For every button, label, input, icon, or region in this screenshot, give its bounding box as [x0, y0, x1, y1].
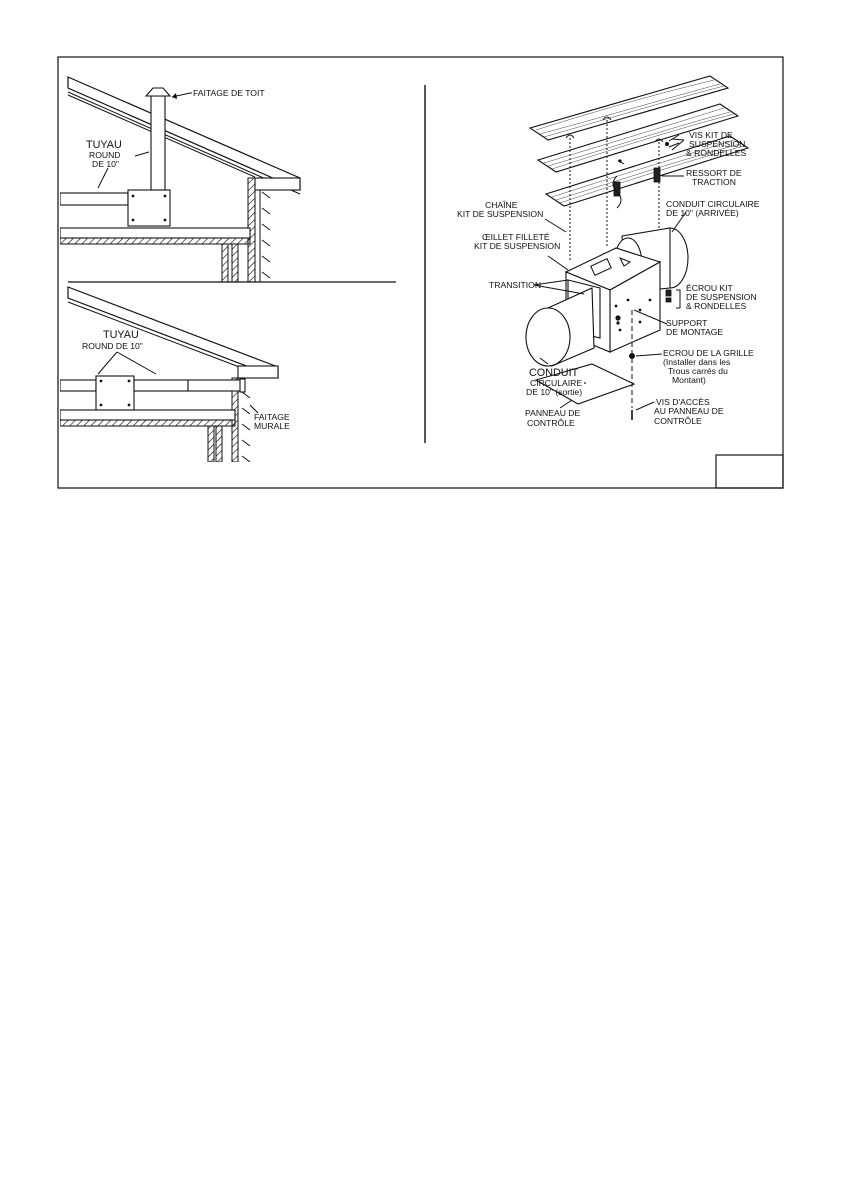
- label-conduit-sortie-3: DE 10" (sortie): [526, 387, 582, 397]
- leader-tuyau-top: [97, 167, 109, 189]
- label-vis-kit-2: SUSPENSION: [689, 139, 745, 149]
- label-ecrou-kit-1: ÉCROU KIT: [686, 283, 734, 293]
- label-ecrou-grille-1: ECROU DE LA GRILLE: [663, 348, 754, 358]
- label-vis-kit-3: & RONDELLES: [686, 148, 746, 158]
- figure-frame: [57, 56, 784, 489]
- label-panneau-1: PANNEAU DE: [525, 408, 581, 418]
- label-faitage-toit: FAITAGE DE TOIT: [193, 88, 265, 98]
- label-vis-acces-2: AU PANNEAU DE: [654, 406, 724, 416]
- label-ecrou-grille-2: (Installer dans les: [663, 357, 730, 367]
- label-vis-acces-1: VIS D'ACCÈS: [656, 397, 710, 407]
- label-conduit-arrivee-2: DE 10" (ARRIVÉE): [666, 208, 739, 218]
- label-tuyau-bottom-1: TUYAU: [103, 329, 139, 341]
- right-leaders: [533, 138, 687, 411]
- label-tuyau-top-3: DE 10": [92, 159, 119, 169]
- label-tuyau-top-2: ROUND: [89, 150, 121, 160]
- label-ecrou-kit-3: & RONDELLES: [686, 301, 746, 311]
- label-ressort-2: TRACTION: [692, 177, 736, 187]
- label-transition: TRANSITION: [489, 280, 541, 290]
- label-ressort-1: RESSORT DE: [686, 168, 742, 178]
- label-chaine-1: CHAÎNE: [485, 200, 518, 210]
- label-vis-kit-1: VIS KIT DE: [689, 130, 733, 140]
- label-oeillet-2: KIT DE SUSPENSION: [474, 241, 560, 251]
- label-vis-acces-3: CONTRÔLE: [654, 416, 702, 426]
- label-ecrou-grille-3: Trous carrés du: [668, 366, 728, 376]
- label-support-1: SUPPORT: [666, 318, 708, 328]
- label-oeillet-1: ŒILLET FILLETÉ: [482, 232, 550, 242]
- label-faitage-murale-2: MURALE: [254, 421, 290, 431]
- label-faitage-murale-1: FAITAGE: [254, 412, 290, 422]
- label-ecrou-kit-2: DE SUSPENSION: [686, 292, 757, 302]
- label-conduit-sortie-1: CONDUIT: [529, 367, 579, 379]
- label-tuyau-top-1: TUYAU: [86, 139, 122, 151]
- label-support-2: DE MONTAGE: [666, 327, 723, 337]
- label-ecrou-grille-4: Montant): [672, 375, 706, 385]
- suspension-drawing: [525, 75, 750, 420]
- label-chaine-2: KIT DE SUSPENSION: [457, 209, 543, 219]
- roof-vent-drawing: [60, 76, 301, 282]
- label-tuyau-bottom-2: ROUND DE 10": [82, 341, 143, 351]
- figure-number-box: [715, 454, 784, 489]
- label-panneau-2: CONTRÔLE: [527, 418, 575, 428]
- wall-vent-drawing: [60, 286, 279, 462]
- label-conduit-arrivee-1: CONDUIT CIRCULAIRE: [666, 199, 760, 209]
- label-conduit-sortie-2: CIRCULAIRE: [530, 378, 582, 388]
